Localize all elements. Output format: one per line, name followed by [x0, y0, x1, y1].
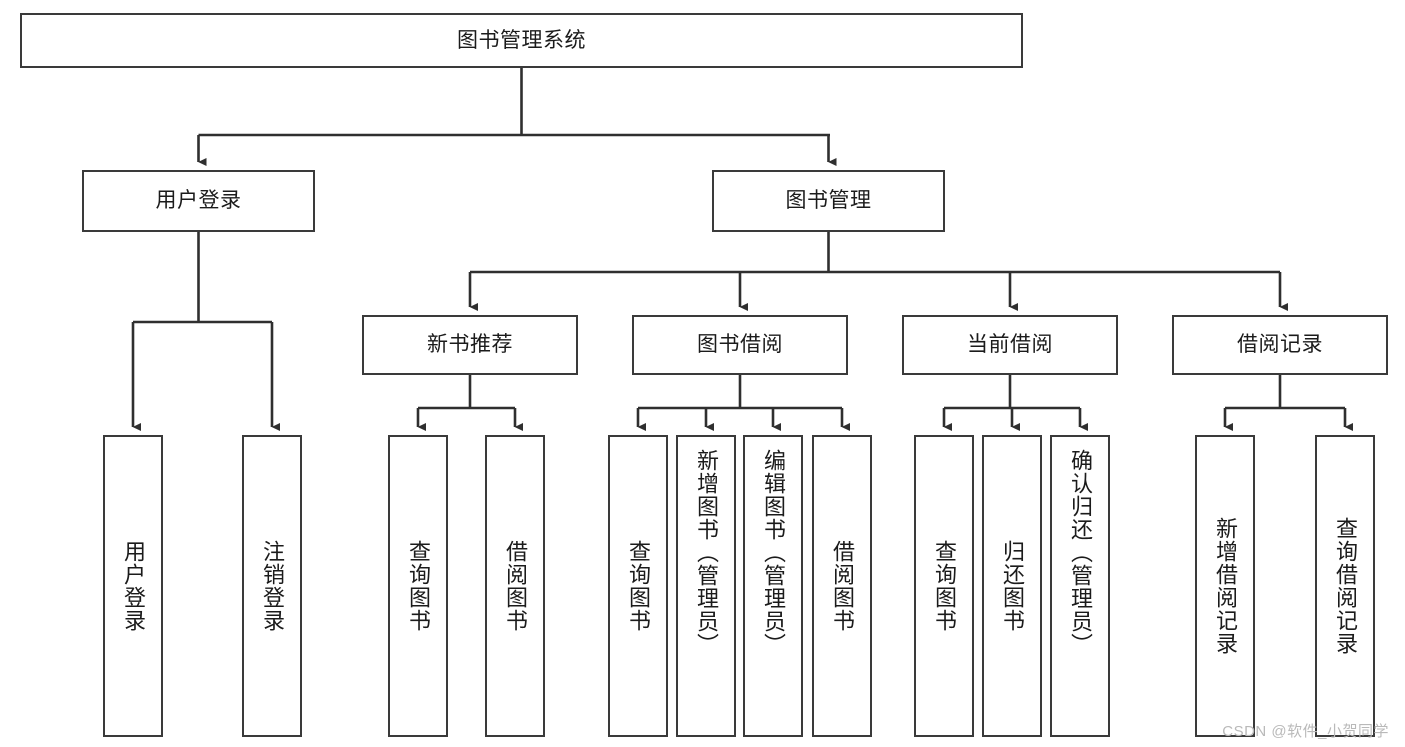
node-borrow-record[interactable]: 借阅记录 — [1172, 315, 1388, 375]
node-leaf-user-logout[interactable]: 注销登录 — [242, 435, 302, 737]
node-leaf-query-book-recommend-label: 查询图书 — [405, 540, 431, 632]
node-leaf-edit-book-label: 编辑图书（管理员） — [760, 449, 786, 656]
node-root-label: 图书管理系统 — [457, 28, 586, 52]
node-current-borrow[interactable]: 当前借阅 — [902, 315, 1118, 375]
node-leaf-add-borrow-record-label: 新增借阅记录 — [1212, 517, 1238, 655]
node-new-book-recommend-label: 新书推荐 — [427, 333, 513, 357]
node-leaf-query-book-borrow[interactable]: 查询图书 — [608, 435, 668, 737]
node-book-borrow[interactable]: 图书借阅 — [632, 315, 848, 375]
node-leaf-query-book-current[interactable]: 查询图书 — [914, 435, 974, 737]
node-new-book-recommend[interactable]: 新书推荐 — [362, 315, 578, 375]
node-leaf-return-book-label: 归还图书 — [999, 540, 1025, 632]
node-leaf-user-login[interactable]: 用户登录 — [103, 435, 163, 737]
node-leaf-edit-book[interactable]: 编辑图书（管理员） — [743, 435, 803, 737]
node-book-borrow-label: 图书借阅 — [697, 333, 783, 357]
node-leaf-query-book-recommend[interactable]: 查询图书 — [388, 435, 448, 737]
node-leaf-user-login-label: 用户登录 — [120, 540, 146, 632]
node-leaf-borrow-book-label: 借阅图书 — [829, 540, 855, 632]
node-leaf-add-book-label: 新增图书（管理员） — [693, 449, 719, 656]
node-leaf-borrow-book-recommend[interactable]: 借阅图书 — [485, 435, 545, 737]
node-book-manage-label: 图书管理 — [785, 189, 872, 213]
node-leaf-confirm-return-label: 确认归还（管理员） — [1067, 449, 1093, 656]
node-borrow-record-label: 借阅记录 — [1237, 333, 1323, 357]
csdn-watermark: CSDN @软件_小贺同学 — [1222, 723, 1389, 740]
node-leaf-query-book-borrow-label: 查询图书 — [625, 540, 651, 632]
node-leaf-query-borrow-record[interactable]: 查询借阅记录 — [1315, 435, 1375, 737]
node-current-borrow-label: 当前借阅 — [967, 333, 1053, 357]
node-leaf-return-book[interactable]: 归还图书 — [982, 435, 1042, 737]
node-book-manage[interactable]: 图书管理 — [712, 170, 945, 232]
node-user-login-label: 用户登录 — [155, 189, 242, 213]
node-leaf-query-book-current-label: 查询图书 — [931, 540, 957, 632]
node-leaf-borrow-book[interactable]: 借阅图书 — [812, 435, 872, 737]
node-leaf-borrow-book-recommend-label: 借阅图书 — [502, 540, 528, 632]
node-leaf-confirm-return[interactable]: 确认归还（管理员） — [1050, 435, 1110, 737]
node-user-login[interactable]: 用户登录 — [82, 170, 315, 232]
node-leaf-user-logout-label: 注销登录 — [259, 540, 285, 632]
node-leaf-add-borrow-record[interactable]: 新增借阅记录 — [1195, 435, 1255, 737]
node-leaf-query-borrow-record-label: 查询借阅记录 — [1332, 517, 1358, 655]
node-leaf-add-book[interactable]: 新增图书（管理员） — [676, 435, 736, 737]
node-root[interactable]: 图书管理系统 — [20, 13, 1023, 68]
